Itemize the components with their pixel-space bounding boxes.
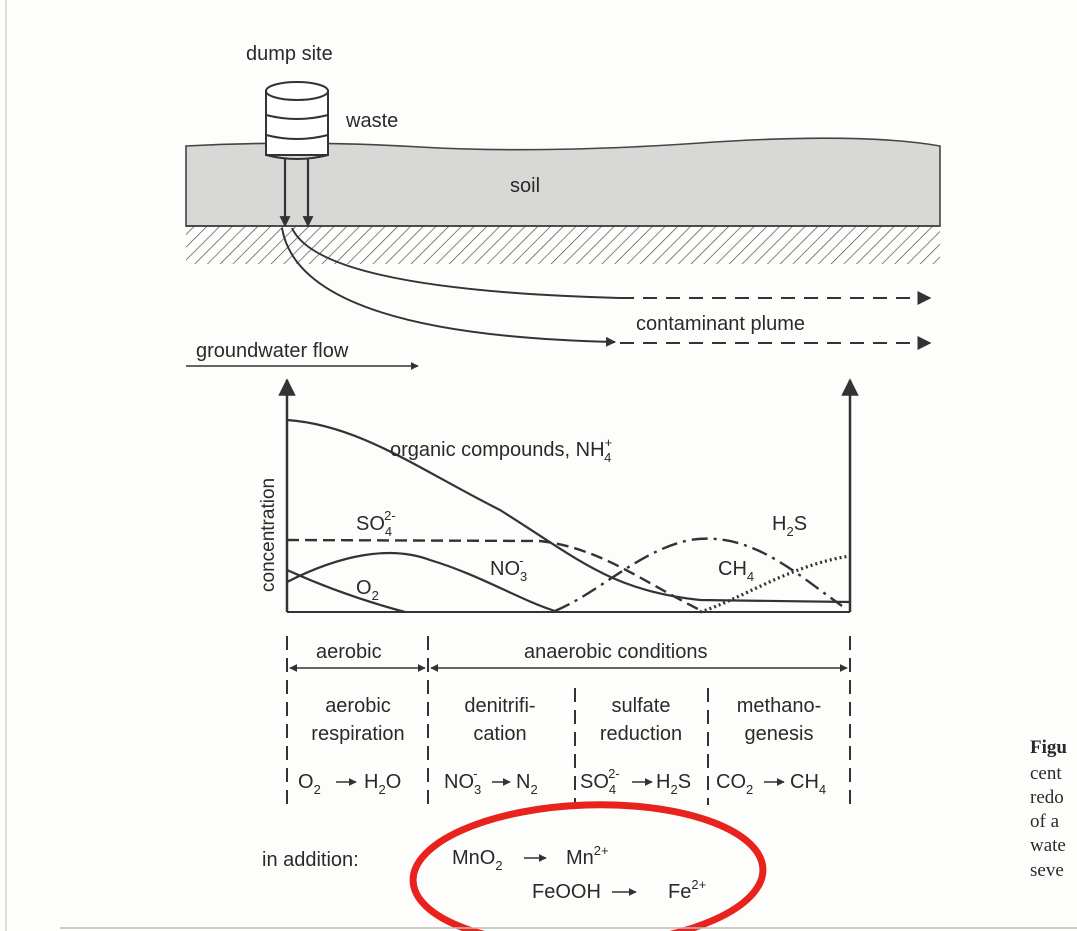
caption-line-4: of a (1030, 811, 1060, 832)
caption-line-1: Figu (1030, 737, 1067, 758)
nitrate-label: NO3- (490, 553, 527, 584)
plume-label: contaminant plume (636, 313, 805, 335)
process-4-line-2: genesis (745, 723, 814, 745)
process-4-line-1: methano- (737, 695, 822, 717)
sulfate-curve (286, 538, 701, 612)
caption-line-5: wate (1030, 835, 1066, 856)
waste-label: waste (345, 110, 398, 132)
plume-upper (291, 227, 621, 299)
highlight-ellipse (409, 801, 767, 931)
anaerobic-zone-label: anaerobic conditions (524, 641, 707, 663)
groundwater-flow-label: groundwater flow (196, 340, 349, 362)
aerobic-zone-label: aerobic (316, 641, 382, 663)
reaction-3: SO42- (580, 766, 620, 797)
oxygen-curve (286, 568, 406, 614)
svg-text:CH4: CH4 (790, 771, 826, 797)
y-axis-label: concentration (258, 478, 279, 592)
process-2-line-1: denitrifi- (464, 695, 535, 717)
dump-site-label: dump site (246, 43, 333, 65)
aquifer-hatch (186, 226, 940, 264)
plume-lower (281, 227, 616, 347)
in-addition-label: in addition: (262, 849, 359, 871)
h2s-curve (554, 537, 843, 613)
waste-barrel-icon (265, 81, 329, 160)
process-1-line-2: respiration (311, 723, 404, 745)
process-3-line-1: sulfate (612, 695, 671, 717)
svg-text:Mn2+: Mn2+ (566, 843, 609, 869)
svg-text:H2S: H2S (656, 771, 691, 797)
caption-line-3: redo (1030, 787, 1064, 808)
mn-reaction: MnO2 (452, 847, 503, 873)
oxygen-label: O2 (356, 577, 379, 603)
reaction-4: CO2 (716, 771, 753, 797)
methane-label: CH4 (718, 558, 754, 584)
reaction-1: O2 (298, 771, 321, 797)
soil-label: soil (510, 175, 540, 197)
nitrate-curve (286, 551, 556, 613)
fe-reaction: FeOOH (532, 881, 601, 903)
reaction-2: NO3- (444, 766, 481, 797)
process-1-line-1: aerobic (325, 695, 391, 717)
organic-label: organic compounds, NH+4 (390, 435, 612, 465)
svg-text:N2: N2 (516, 771, 538, 797)
organic-curve (286, 418, 851, 604)
process-3-line-2: reduction (600, 723, 682, 745)
caption-line-6: seve (1030, 860, 1064, 881)
caption-line-2: cent (1030, 763, 1062, 784)
svg-text:Fe2+: Fe2+ (668, 877, 706, 903)
sulfate-label: SO42- (356, 508, 396, 539)
process-2-line-2: cation (473, 723, 526, 745)
svg-text:H2O: H2O (364, 771, 401, 797)
methane-curve (699, 554, 851, 614)
h2s-label: H2S (772, 513, 807, 539)
